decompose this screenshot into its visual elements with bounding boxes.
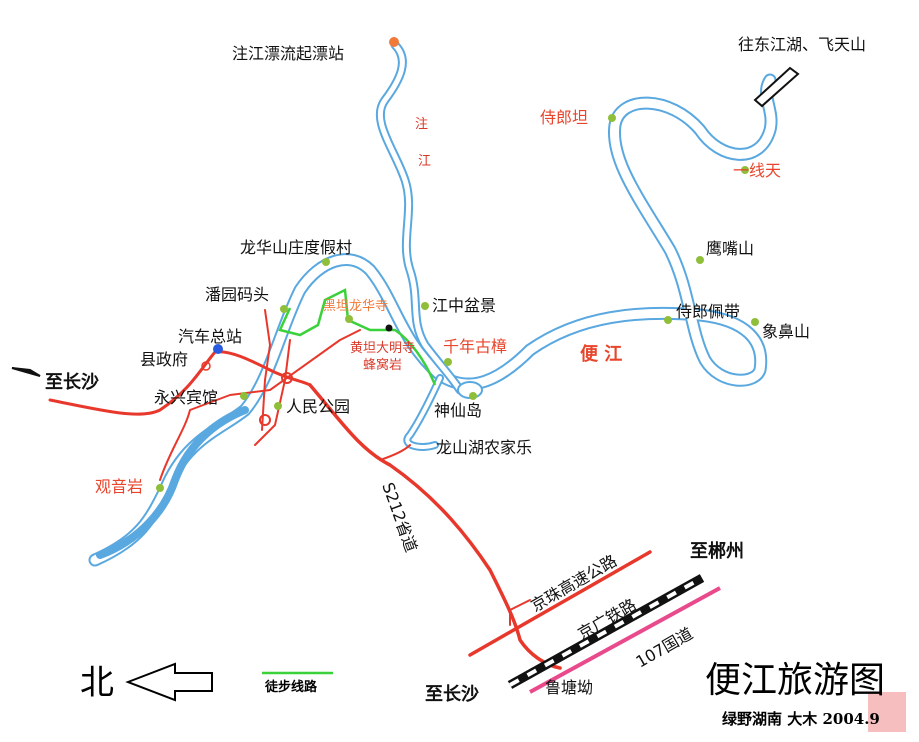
label-peoples-park: 人民公园 xyxy=(286,397,350,416)
road-town-1 xyxy=(159,329,361,481)
label-county-gov: 县政府 xyxy=(140,350,188,369)
roads xyxy=(48,288,721,694)
label-guanyinyan: 观音岩 xyxy=(95,477,143,496)
map-title: 便江旅游图 xyxy=(705,660,885,701)
rafting-start-marker xyxy=(389,37,399,47)
road-town-3 xyxy=(254,339,291,446)
arrow-to-dongjiang-icon xyxy=(753,66,800,108)
poi-marker xyxy=(280,305,288,313)
poi-marker xyxy=(240,392,248,400)
label-panyuan-pier: 潘园码头 xyxy=(205,285,269,304)
rivers xyxy=(88,40,778,567)
river-zhujiang-inner xyxy=(377,42,463,393)
roundabout xyxy=(259,414,271,426)
poi-marker xyxy=(608,114,616,122)
railway-jingguang-dash xyxy=(509,576,703,687)
label-shilangtan: 侍郎坦 xyxy=(540,108,588,127)
label-xiangbishan: 象鼻山 xyxy=(762,322,810,341)
poi-marker xyxy=(444,358,452,366)
poi-marker xyxy=(469,392,477,400)
poi-marker xyxy=(421,302,429,310)
county-gov-marker xyxy=(201,361,211,371)
label-to-changsha-south: 至长沙 xyxy=(425,684,479,705)
watermark-stamp xyxy=(868,692,906,732)
road-to-changsha-west xyxy=(48,350,312,416)
label-to-dongjiang: 往东江湖、飞天山 xyxy=(738,35,866,54)
river-branch-longshanhu-inner xyxy=(405,376,442,449)
poi-marker xyxy=(696,256,704,264)
map-credit: 绿野湖南 大木 2004.9 xyxy=(722,710,880,728)
label-bianjiang: 便 江 xyxy=(580,343,622,365)
road-jingzhu-highway xyxy=(468,550,652,657)
bus-station-marker xyxy=(213,344,223,354)
label-longhua-resort: 龙华山庄度假村 xyxy=(240,238,352,257)
poi-marker xyxy=(345,315,353,323)
legend-hiking-label: 徒步线路 xyxy=(264,679,318,695)
roundabout xyxy=(281,372,293,384)
label-qiannian-camphor: 千年古樟 xyxy=(443,337,507,356)
label-fengwoyan: 蜂窝岩 xyxy=(363,357,402,373)
poi-marker xyxy=(322,258,330,266)
river-branch-west xyxy=(96,406,249,559)
road-town-2 xyxy=(261,309,271,431)
label-longshanhu-farm: 龙山湖农家乐 xyxy=(436,438,532,457)
north-arrow-icon xyxy=(125,662,213,702)
road-jingzhu-spur xyxy=(509,599,531,626)
poi-markers xyxy=(156,37,759,492)
label-yongxing-hotel: 永兴宾馆 xyxy=(154,388,218,407)
poi-marker xyxy=(741,166,749,174)
hiking-trail xyxy=(278,288,437,386)
poi-marker xyxy=(751,318,759,326)
temple-marker xyxy=(385,324,393,332)
label-zhujiang-1: 注 xyxy=(415,117,428,132)
label-bus-station: 汽车总站 xyxy=(178,327,242,346)
label-lutangao: 鲁塘坳 xyxy=(545,678,593,697)
label-to-changsha-west: 至长沙 xyxy=(45,372,99,393)
poi-marker xyxy=(664,316,672,324)
river-bianjiang-inner xyxy=(90,75,776,565)
label-jiangzhong-bonsai: 江中盆景 xyxy=(432,296,496,315)
road-to-longshanhu xyxy=(379,444,411,461)
north-label: 北 xyxy=(80,663,114,703)
label-to-chenzhou: 至郴州 xyxy=(690,540,744,562)
arrow-to-changsha-icon xyxy=(11,367,41,377)
label-shilangpeidai: 侍郎佩带 xyxy=(676,302,740,321)
label-yingzuishan: 鹰嘴山 xyxy=(706,239,754,258)
poi-marker xyxy=(156,484,164,492)
label-zhujiang-2: 江 xyxy=(418,154,431,169)
road-s212 xyxy=(308,383,562,670)
label-heitan-temple: 黑坦龙华寺 xyxy=(323,299,388,314)
label-s212: S212省道 xyxy=(378,480,421,555)
road-g107 xyxy=(529,586,721,694)
label-shenxian-island: 神仙岛 xyxy=(434,401,482,420)
label-yixiantian: 一线天 xyxy=(733,161,781,180)
label-rafting-start: 注江漂流起漂站 xyxy=(232,44,344,63)
poi-marker xyxy=(274,402,282,410)
label-jingzhu-highway: 京珠高速公路 xyxy=(528,551,621,615)
label-huangtan-temple: 黄坦大明寺 xyxy=(350,341,415,356)
